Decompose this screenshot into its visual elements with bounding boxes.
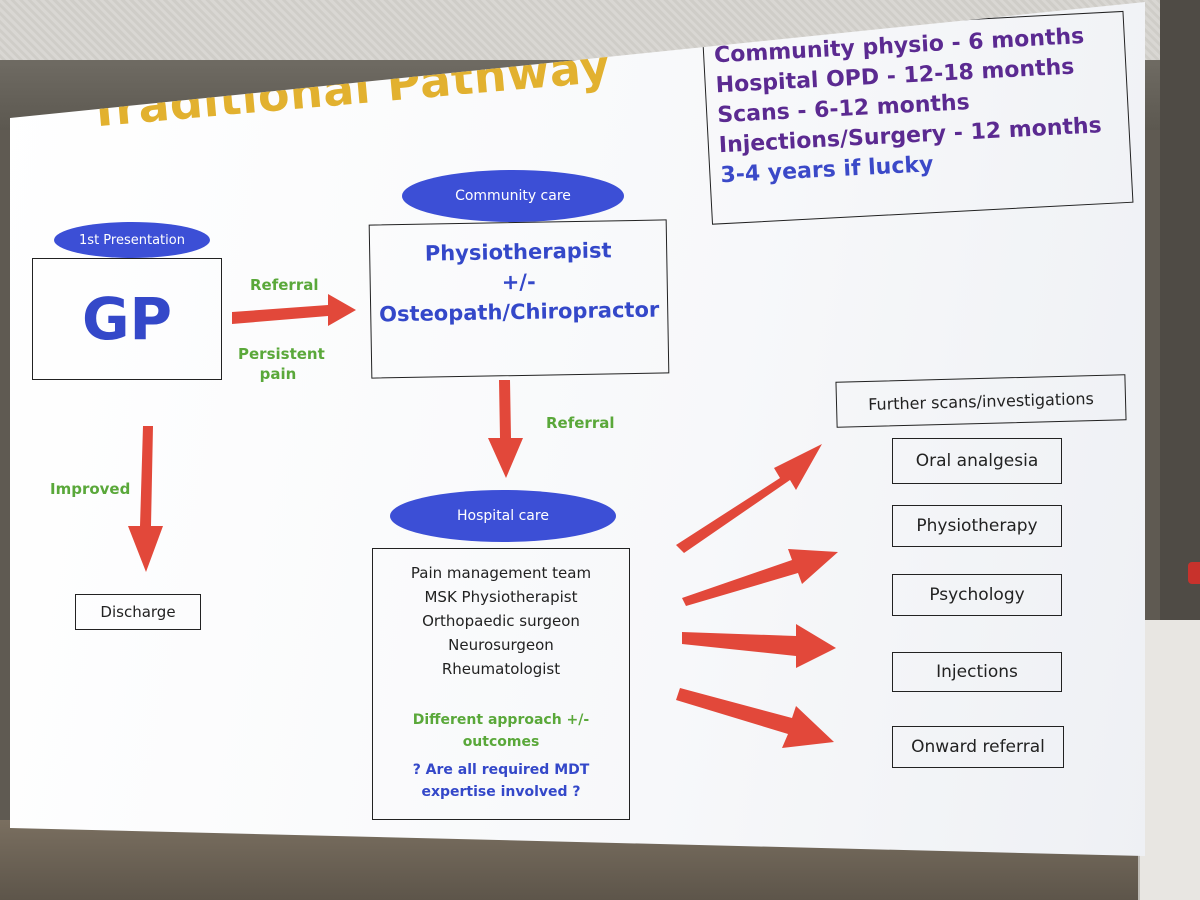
- community-line: Osteopath/Chiropractor: [378, 297, 660, 327]
- outcome-further-scans: Further scans/investigations: [835, 374, 1127, 428]
- projected-slide: Traditional Pathway Community physio - 6…: [10, 2, 1145, 856]
- arrow-hospital-to-physio: [682, 549, 838, 606]
- hospital-care-box: Pain management team MSK Physiotherapist…: [372, 548, 630, 820]
- outcome-label: Psychology: [929, 585, 1025, 605]
- team-member: Rheumatologist: [441, 660, 561, 678]
- hospital-note-outcomes: Different approach +/- outcomes: [412, 712, 590, 750]
- hospital-note-mdt: ? Are all required MDT expertise involve…: [412, 762, 590, 800]
- discharge-label: Discharge: [100, 603, 176, 621]
- gp-box: GP: [32, 258, 222, 380]
- outcome-label: Further scans/investigations: [867, 388, 1095, 414]
- community-care-content: Physiotherapist +/- Osteopath/Chiropract…: [370, 234, 668, 329]
- improved-label: Improved: [50, 480, 131, 498]
- arrow-hospital-to-referral: [676, 688, 834, 748]
- outcome-onward-referral: Onward referral: [892, 726, 1064, 768]
- outcome-label: Physiotherapy: [916, 516, 1038, 536]
- referral-label-community: Referral: [546, 414, 615, 432]
- arrow-gp-to-discharge: [128, 426, 163, 572]
- lectern: [1138, 620, 1200, 900]
- wait-times-list: Community physio - 6 months Hospital OPD…: [713, 21, 1104, 191]
- hospital-care-oval: Hospital care: [390, 490, 616, 542]
- team-member: Neurosurgeon: [448, 636, 554, 654]
- first-presentation-oval: 1st Presentation: [54, 222, 210, 258]
- arrow-hospital-to-injections: [682, 624, 836, 668]
- room-side-wall: [1160, 0, 1200, 620]
- outcome-physiotherapy: Physiotherapy: [892, 505, 1062, 547]
- community-care-box: Physiotherapist +/- Osteopath/Chiropract…: [368, 219, 670, 379]
- fire-alarm-icon: [1188, 562, 1200, 584]
- arrow-gp-to-community: [232, 294, 356, 326]
- outcome-injections: Injections: [892, 652, 1062, 692]
- team-member: Pain management team: [410, 564, 592, 582]
- arrow-hospital-to-scans: [676, 444, 822, 553]
- outcome-label: Oral analgesia: [915, 451, 1039, 471]
- outcome-psychology: Psychology: [892, 574, 1062, 616]
- gp-label: GP: [81, 285, 173, 353]
- discharge-box: Discharge: [75, 594, 201, 630]
- team-member: MSK Physiotherapist: [424, 588, 578, 606]
- arrows-layer: [128, 294, 838, 748]
- community-care-oval: Community care: [402, 170, 624, 222]
- outcome-label: Injections: [936, 662, 1018, 682]
- arrow-community-to-hospital: [488, 380, 523, 478]
- persistent-pain-label: Persistent pain: [238, 345, 325, 383]
- outcome-oral-analgesia: Oral analgesia: [892, 438, 1062, 484]
- outcome-label: Onward referral: [911, 737, 1045, 757]
- team-member: Orthopaedic surgeon: [422, 612, 580, 630]
- wait-times-box: Community physio - 6 months Hospital OPD…: [702, 10, 1134, 225]
- referral-label-gp: Referral: [250, 276, 319, 294]
- hospital-team-list: Pain management team MSK Physiotherapist…: [373, 561, 629, 681]
